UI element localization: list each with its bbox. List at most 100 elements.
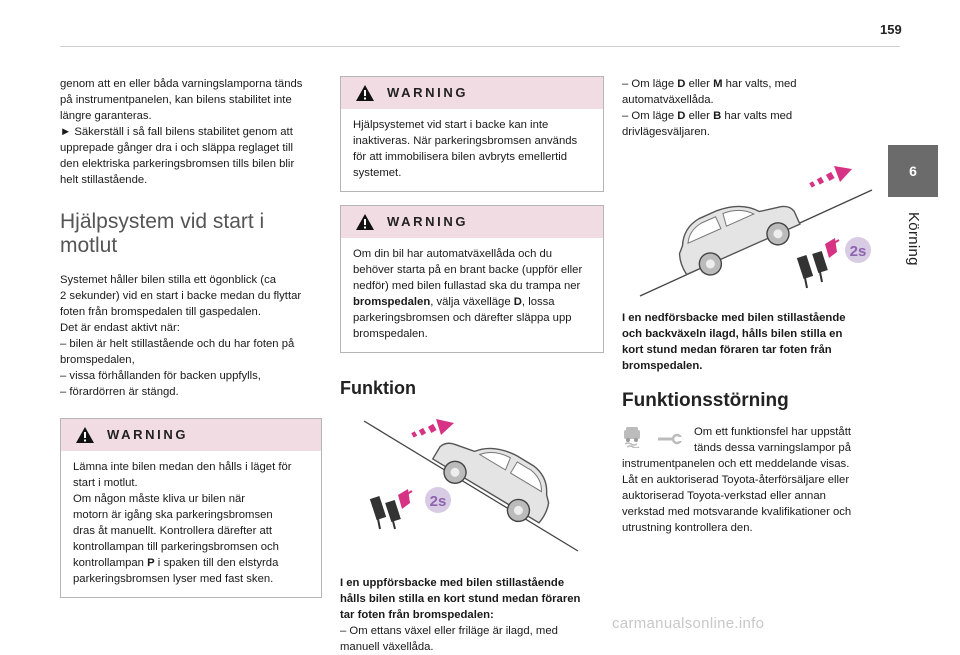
text-line: – Om läge D eller B har valts med bbox=[622, 108, 877, 124]
text-line: manuell växellåda. bbox=[340, 641, 434, 653]
text-line: på instrumentpanelen, kan bilens stabili… bbox=[60, 94, 292, 106]
section-title-line: Hjälpsystem vid start i bbox=[60, 210, 265, 233]
warning-triangle-icon bbox=[356, 214, 374, 230]
text-line: Systemet håller bilen stilla ett ögonbli… bbox=[60, 274, 276, 286]
text-line: instrumentpanelen och ett meddelande vis… bbox=[622, 458, 850, 470]
bold-text: bromspedalen bbox=[353, 296, 431, 308]
text-span: , välja växelläge bbox=[430, 296, 514, 308]
text-span: – Om läge bbox=[622, 78, 678, 90]
intro-text: genom att en eller båda varningslamporna… bbox=[60, 76, 322, 188]
footer-watermark[interactable]: carmanualsonline.info bbox=[612, 615, 765, 632]
text-span: i spaken till den elstyrda bbox=[154, 557, 279, 569]
text-line: Det är endast aktivt när: bbox=[60, 322, 180, 334]
bold-text: D bbox=[513, 296, 522, 308]
heading-funktion: Funktion bbox=[340, 378, 416, 398]
text-line: bromspedalen, välja växelläge D, lossa bbox=[353, 294, 591, 310]
caption-line: bromspedalen. bbox=[622, 360, 703, 372]
text-line: dras åt manuellt. Kontrollera därefter a… bbox=[73, 525, 273, 537]
text-line: Låt en auktoriserad Toyota-återförsäljar… bbox=[622, 474, 850, 486]
warning-box: WARNING Lämna inte bilen medan den hålls… bbox=[60, 418, 322, 598]
text-span: har valts med bbox=[721, 110, 793, 122]
downhill-illustration: 2s bbox=[622, 160, 877, 300]
downhill-caption: I en nedförsbacke med bilen stillaståend… bbox=[622, 310, 877, 374]
text-line: tänds dessa varningslampor på bbox=[694, 442, 851, 454]
text-line: auktoriserad Toyota-verkstad eller annan bbox=[622, 490, 826, 502]
text-span: kontrollampan bbox=[73, 557, 148, 569]
caption-line: hålls bilen stilla en kort stund medan f… bbox=[340, 593, 581, 605]
text-line: parkeringsbromsen och därefter släppa up… bbox=[353, 312, 572, 324]
text-line: automatväxellåda. bbox=[622, 94, 714, 106]
text-line: – förardörren är stängd. bbox=[60, 386, 179, 398]
hill-assist-warning-icons bbox=[624, 427, 683, 449]
downhill-car-illustration: 2s bbox=[639, 166, 873, 297]
warning-triangle-icon bbox=[356, 85, 374, 101]
timer-badge bbox=[845, 237, 871, 263]
text-line: Lämna inte bilen medan den hålls i läget… bbox=[73, 461, 292, 473]
timer-badge-text: 2s bbox=[430, 493, 447, 510]
text-line: för att immobilisera bilen avbryts emell… bbox=[353, 151, 568, 163]
text-line: – bilen är helt stillastående och du har… bbox=[60, 338, 295, 350]
chapter-tab[interactable]: 6 bbox=[888, 145, 938, 197]
text-line: upprepade gånger dra i och släppa reglag… bbox=[60, 142, 294, 154]
text-line: systemet. bbox=[353, 167, 402, 179]
timer-badge-text: 2s bbox=[850, 243, 867, 260]
caption-line: kort stund medan föraren tar foten från bbox=[622, 344, 832, 356]
column-3: – Om läge D eller M har valts, med autom… bbox=[622, 76, 877, 536]
page-number: 159 bbox=[880, 22, 902, 37]
section-title: Hjälpsystem vid start i motlut bbox=[60, 210, 322, 258]
text-line: – Om läge D eller M har valts, med bbox=[622, 76, 877, 92]
warning-box: WARNING Om din bil har automatväxellåda … bbox=[340, 205, 604, 353]
text-line: verkstad med motsvarande kvalifikationer… bbox=[622, 506, 852, 518]
warning-body: Hjälpsystemet vid start i backe kan inte… bbox=[341, 109, 603, 191]
text-line: längre garanteras. bbox=[60, 110, 152, 122]
pedal-icon bbox=[369, 489, 413, 530]
text-line: drivlägesväljaren. bbox=[622, 126, 710, 138]
text-line: nedför) med bilen fullastad ska du tramp… bbox=[353, 280, 581, 292]
warning-header: WARNING bbox=[61, 419, 321, 451]
uphill-illustration: 2s bbox=[340, 411, 604, 559]
section-body: Systemet håller bilen stilla ett ögonbli… bbox=[60, 272, 322, 400]
text-line: utrustning kontrollera den. bbox=[622, 522, 753, 534]
fault-warning-icons bbox=[622, 426, 684, 449]
text-line: foten från bromspedalen till gaspedalen. bbox=[60, 306, 261, 318]
text-line: den elektriska parkeringsbromsen tills b… bbox=[60, 158, 295, 170]
text-line: 2 sekunder) vid en start i backe medan d… bbox=[60, 290, 302, 302]
text-line: Hjälpsystemet vid start i backe kan inte bbox=[353, 119, 549, 131]
car-silhouette bbox=[431, 442, 550, 524]
warning-body: Lämna inte bilen medan den hålls i läget… bbox=[61, 451, 321, 597]
wrench-icon bbox=[658, 433, 683, 445]
text-line: Om ett funktionsfel har uppstått bbox=[694, 426, 851, 438]
caption-line: tar foten från bromspedalen: bbox=[340, 609, 494, 621]
bold-text: D bbox=[677, 78, 686, 90]
text-span: – Om läge bbox=[622, 110, 678, 122]
text-line: Om någon måste kliva ur bilen när bbox=[73, 493, 246, 505]
pedal-icon bbox=[796, 238, 840, 289]
warning-title: WARNING bbox=[107, 427, 189, 442]
uphill-car-illustration: 2s bbox=[363, 419, 579, 552]
timer-badge bbox=[425, 487, 451, 513]
text-line: inaktiveras. När parkeringsbromsen använ… bbox=[353, 135, 578, 147]
text-line: bromspedalen. bbox=[353, 328, 428, 340]
header-rule bbox=[60, 46, 900, 47]
warning-box: WARNING Hjälpsystemet vid start i backe … bbox=[340, 76, 604, 192]
warning-title: WARNING bbox=[387, 214, 469, 229]
chapter-label: Körning bbox=[905, 212, 922, 266]
fault-section: Om ett funktionsfel har uppstått tänds d… bbox=[622, 424, 877, 536]
bold-text: M bbox=[713, 78, 723, 90]
bold-text: D bbox=[677, 110, 686, 122]
text-line: bromspedalen, bbox=[60, 354, 135, 366]
heading-funktionsstorning: Funktionsstörning bbox=[622, 390, 789, 411]
caption-line: I en nedförsbacke med bilen stillaståend… bbox=[622, 312, 846, 324]
section-title-line: motlut bbox=[60, 234, 118, 257]
text-line: – Om ettans växel eller friläge är ilagd… bbox=[340, 625, 558, 637]
text-line: start i motlut. bbox=[73, 477, 138, 489]
uphill-caption: I en uppförsbacke med bilen stillaståend… bbox=[340, 575, 604, 655]
text-span: eller bbox=[685, 110, 714, 122]
caption-line: I en uppförsbacke med bilen stillaståend… bbox=[340, 577, 565, 589]
warning-header: WARNING bbox=[341, 77, 603, 109]
text-line: helt stillastående. bbox=[60, 174, 148, 186]
warning-triangle-icon bbox=[76, 427, 94, 443]
text-span: , lossa bbox=[521, 296, 555, 308]
car-skid-icon bbox=[624, 427, 640, 449]
text-span: eller bbox=[685, 78, 714, 90]
